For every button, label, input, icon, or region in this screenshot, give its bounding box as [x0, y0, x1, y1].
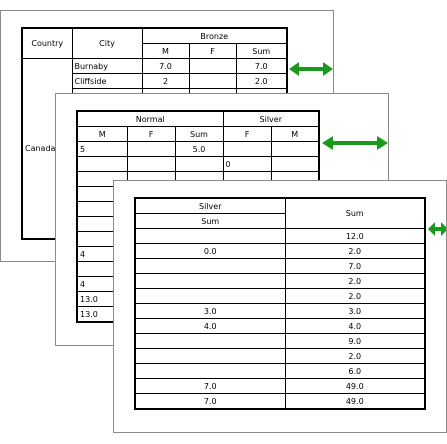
header-sum: Sum	[235, 43, 288, 59]
double-arrow-horizontal-icon[interactable]	[289, 61, 333, 77]
value-cell	[134, 228, 286, 244]
value-cell: 6.0	[284, 363, 426, 379]
double-arrow-horizontal-icon[interactable]	[428, 221, 447, 237]
value-cell: 2.0	[235, 73, 288, 89]
header-f: F	[222, 126, 272, 142]
value-cell: 4.0	[134, 318, 286, 334]
header-f: F	[126, 126, 176, 142]
value-cell: 7.0	[141, 58, 190, 74]
value-cell: 5.0	[174, 141, 224, 157]
value-cell: 7.0	[235, 58, 288, 74]
value-cell	[134, 288, 286, 304]
value-cell	[134, 273, 286, 289]
value-cell: 5	[76, 141, 128, 157]
header-m: M	[76, 126, 128, 142]
header-silver: Silver	[134, 197, 286, 214]
value-cell: 7.0	[134, 393, 286, 410]
value-cell: 2.0	[284, 273, 426, 289]
value-cell: 2.0	[284, 348, 426, 364]
value-cell	[134, 363, 286, 379]
city-cell: Cliffside	[71, 73, 143, 89]
value-cell	[222, 141, 272, 157]
value-cell	[174, 156, 224, 172]
value-cell: 0	[222, 156, 272, 172]
value-cell: 2.0	[284, 288, 426, 304]
header-m: M	[141, 43, 190, 59]
header-silver: Silver	[222, 110, 320, 127]
header-country: Country	[21, 27, 73, 59]
value-cell: 3.0	[284, 303, 426, 319]
header-grand-sum: Sum	[284, 197, 426, 229]
value-cell	[134, 348, 286, 364]
value-cell	[188, 58, 237, 74]
value-cell	[134, 258, 286, 274]
value-cell	[126, 156, 176, 172]
header-sum: Sum	[134, 213, 286, 229]
value-cell: 9.0	[284, 333, 426, 349]
header-city: City	[71, 27, 143, 59]
header-m: M	[270, 126, 320, 142]
header-normal: Normal	[76, 110, 224, 127]
value-cell	[126, 141, 176, 157]
header-f: F	[188, 43, 237, 59]
value-cell: 4.0	[284, 318, 426, 334]
value-cell: 7.0	[284, 258, 426, 274]
header-bronze: Bronze	[141, 27, 288, 44]
value-cell: 0.0	[134, 243, 286, 259]
value-cell	[134, 333, 286, 349]
value-cell: 2	[141, 73, 190, 89]
value-cell	[270, 141, 320, 157]
value-cell: 49.0	[284, 393, 426, 410]
value-cell: 2.0	[284, 243, 426, 259]
value-cell: 12.0	[284, 228, 426, 244]
city-cell: Burnaby	[71, 58, 143, 74]
double-arrow-horizontal-icon[interactable]	[322, 135, 388, 151]
value-cell	[188, 73, 237, 89]
value-cell	[76, 156, 128, 172]
value-cell: 7.0	[134, 378, 286, 394]
header-sum: Sum	[174, 126, 224, 142]
value-cell: 3.0	[134, 303, 286, 319]
value-cell	[270, 156, 320, 172]
value-cell: 49.0	[284, 378, 426, 394]
